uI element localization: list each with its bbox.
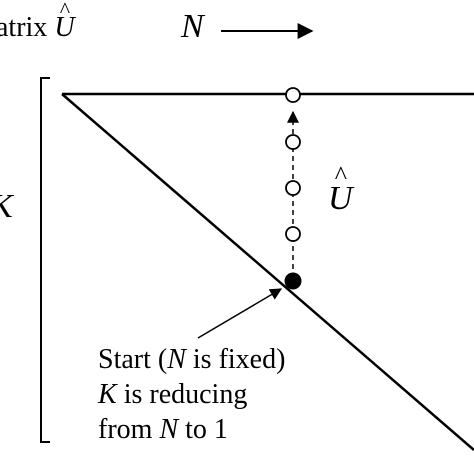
- annotation-variable: K: [98, 379, 117, 410]
- open-circle-marker: [285, 180, 301, 196]
- k-axis-label: K: [0, 190, 13, 224]
- matrix-title-prefix: atrix: [0, 12, 55, 43]
- n-axis-label: N: [181, 8, 204, 45]
- annotation-variable: N: [159, 414, 179, 445]
- u-hat-label: ^U: [328, 163, 353, 217]
- annotation-line-1: Start (N is fixed): [98, 342, 285, 377]
- annotation-line-3: from N to 1: [98, 412, 285, 447]
- u-hat-symbol: ^U: [328, 163, 353, 217]
- annotation-text: Start (: [98, 344, 168, 375]
- start-annotation: Start (N is fixed) K is reducing from N …: [98, 342, 285, 447]
- annotation-text: is fixed): [185, 344, 286, 375]
- annotation-variable: N: [167, 344, 186, 375]
- open-circle-marker: [285, 226, 301, 242]
- matrix-title-label: atrix ^U: [0, 0, 75, 43]
- annotation-text: from: [98, 414, 160, 445]
- annotation-text: to 1: [178, 414, 228, 445]
- hat-accent: ^: [334, 161, 347, 190]
- start-pointer-arrow: [197, 288, 283, 339]
- u-hat-symbol: ^U: [54, 0, 75, 43]
- hat-accent: ^: [59, 0, 71, 22]
- u-letter: U: [328, 180, 353, 217]
- matrix-diagonal: [61, 93, 474, 451]
- u-letter: U: [54, 12, 75, 43]
- annotation-text: is reducing: [116, 379, 248, 410]
- annotation-line-2: K is reducing: [98, 377, 285, 412]
- open-circle-marker: [285, 134, 301, 150]
- open-circle-marker: [285, 87, 301, 103]
- matrix-left-bracket: [40, 77, 50, 443]
- start-point-marker: [284, 272, 302, 290]
